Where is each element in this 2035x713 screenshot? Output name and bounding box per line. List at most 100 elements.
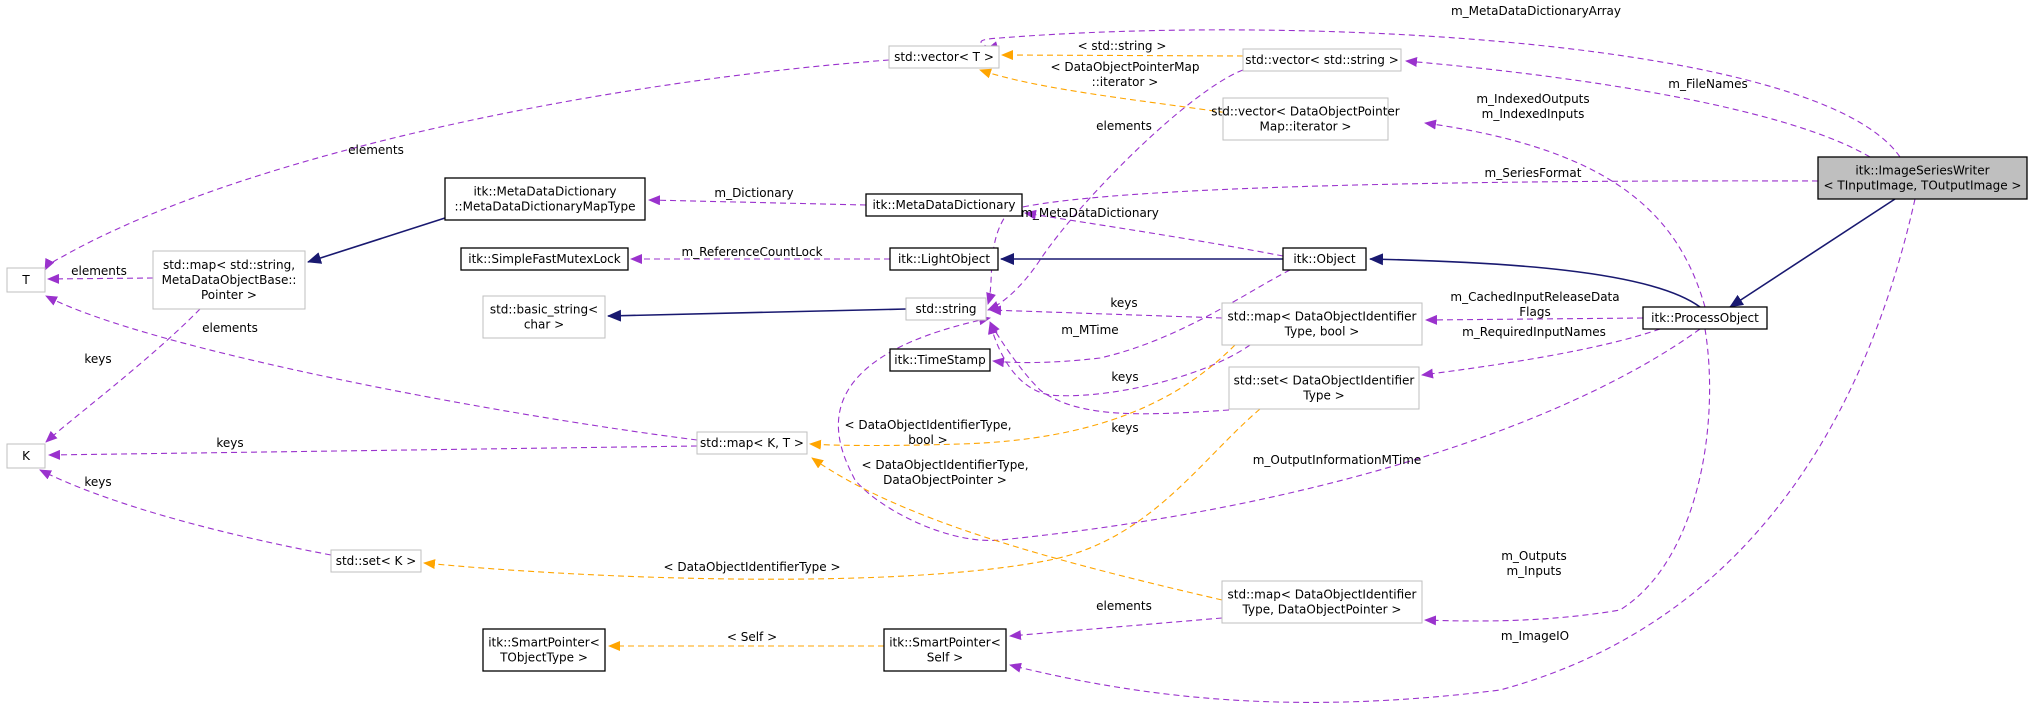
edge-label: m_MetaDataDictionaryArray	[1451, 4, 1621, 18]
node-label: std::vector< std::string >	[1245, 53, 1399, 67]
node-box	[1642, 306, 1768, 330]
node-mutex[interactable]: itk::SimpleFastMutexLock	[460, 247, 629, 271]
edge-elem-t1	[44, 59, 890, 271]
node-box	[482, 295, 606, 339]
edge-elem-t3	[45, 295, 698, 441]
edge-keys-k3	[39, 469, 332, 556]
node-vec-dop[interactable]: std::vector< DataObjectPointerMap::itera…	[1211, 97, 1400, 141]
node-map-doi-ptr[interactable]: std::map< DataObjectIdentifierType, Data…	[1221, 580, 1423, 624]
edge-label: m_ReferenceCountLock	[681, 245, 822, 259]
node-box	[6, 267, 46, 293]
node-box	[482, 628, 606, 672]
node-vec-str[interactable]: std::vector< std::string >	[1242, 48, 1402, 72]
edge-label: < DataObjectIdentifierType >	[663, 560, 840, 574]
edge-label: m_SeriesFormat	[1485, 166, 1582, 180]
edge-dop-tpl	[979, 68, 1236, 115]
node-label: Type, DataObjectPointer >	[1242, 603, 1402, 617]
node-obj[interactable]: itk::Object	[1282, 247, 1367, 271]
node-box	[1222, 97, 1389, 141]
edge-label: keys	[1111, 421, 1138, 435]
node-set-k[interactable]: std::set< K >	[330, 549, 422, 573]
node-label: std::map< DataObjectIdentifier	[1228, 588, 1417, 602]
edge-label: keys	[1111, 370, 1138, 384]
node-proc-obj[interactable]: itk::ProcessObject	[1642, 306, 1768, 330]
edge-label: m_Dictionary	[714, 186, 793, 200]
edge-label: keys	[1110, 296, 1137, 310]
node-box	[460, 247, 629, 271]
node-label: itk::SmartPointer<	[889, 636, 1001, 650]
edge-label: elements	[202, 321, 258, 335]
edge-elem-vec	[987, 69, 1244, 311]
node-time-stamp[interactable]: itk::TimeStamp	[889, 348, 991, 372]
node-set-doi[interactable]: std::set< DataObjectIdentifierType >	[1228, 366, 1420, 410]
node-box	[888, 45, 1000, 69]
edge-label: m_IndexedInputs	[1482, 107, 1585, 121]
node-box	[905, 297, 987, 321]
edge-inherit-str	[607, 308, 907, 322]
node-isw[interactable]: itk::ImageSeriesWriter< TInputImage, TOu…	[1817, 156, 2028, 200]
edge-label: Flags	[1519, 305, 1550, 319]
node-vec-t[interactable]: std::vector< T >	[888, 45, 1000, 69]
node-label: std::vector< DataObjectPointer	[1211, 105, 1400, 119]
edge-outputs	[1424, 328, 1711, 626]
node-std-string[interactable]: std::string	[905, 297, 987, 321]
node-label: Self >	[927, 651, 963, 665]
node-box	[1817, 156, 2028, 200]
edge-label: keys	[216, 436, 243, 450]
edge-label: elements	[348, 143, 404, 157]
node-map-doi-bool[interactable]: std::map< DataObjectIdentifierType, bool…	[1221, 302, 1423, 346]
edge-label: elements	[71, 264, 127, 278]
node--k[interactable]: K	[6, 443, 46, 469]
node-box	[889, 247, 999, 271]
nodes-layer: itk::ImageSeriesWriter< TInputImage, TOu…	[6, 45, 2028, 672]
node-sp-t-obj[interactable]: itk::SmartPointer<TObjectType >	[482, 628, 606, 672]
edge-metadict-m	[1024, 209, 1284, 257]
node-label: itk::TimeStamp	[894, 353, 985, 367]
node-label: std::basic_string<	[490, 303, 598, 317]
node-label: itk::ImageSeriesWriter	[1855, 164, 1989, 178]
edge-indexed	[1424, 119, 1706, 308]
node-map-str[interactable]: std::map< std::string,MetaDataObjectBase…	[152, 250, 306, 310]
edge-label: DataObjectPointer >	[883, 473, 1007, 487]
node-meta-dict[interactable]: itk::MetaDataDictionary	[865, 193, 1023, 217]
edge-str-tpl	[1001, 50, 1244, 61]
node-label: < TInputImage, TOutputImage >	[1824, 179, 2022, 193]
edge-doi-tpl	[423, 408, 1261, 580]
node-label: char >	[524, 318, 564, 332]
node-label: itk::LightObject	[898, 252, 990, 266]
node-basic-str[interactable]: std::basic_string<char >	[482, 295, 606, 339]
edge-label: < std::string >	[1078, 39, 1167, 53]
node-label: Pointer >	[201, 288, 257, 302]
node-mdd[interactable]: itk::MetaDataDictionary::MetaDataDiction…	[444, 177, 646, 221]
edge-filenames	[1405, 56, 1871, 158]
node-label: std::set< DataObjectIdentifier	[1234, 374, 1415, 388]
edge-doiptr-tpl	[811, 457, 1223, 601]
node-label: itk::SimpleFastMutexLock	[468, 252, 621, 266]
node-label: TObjectType >	[499, 651, 588, 665]
node-label: std::vector< T >	[894, 50, 994, 64]
node-label: MetaDataObjectBase::	[162, 273, 297, 287]
edge-outinfo	[837, 315, 1701, 542]
edge-keys-k1	[45, 308, 201, 443]
edge-label: elements	[1096, 119, 1152, 133]
node-box	[1221, 580, 1423, 624]
node-map-k-t[interactable]: std::map< K, T >	[696, 431, 808, 455]
edge-label: m_MetaDataDictionary	[1021, 206, 1159, 220]
node-label: itk::MetaDataDictionary	[473, 185, 616, 199]
node-label: Type >	[1302, 389, 1344, 403]
edge-label: ::iterator >	[1092, 75, 1159, 89]
node-label: std::map< DataObjectIdentifier	[1228, 310, 1417, 324]
edge-elem-sp	[1009, 617, 1223, 641]
edge-metaarray	[980, 29, 1901, 158]
node--t[interactable]: T	[6, 267, 46, 293]
node-light[interactable]: itk::LightObject	[889, 247, 999, 271]
edge-label: m_MTime	[1061, 323, 1118, 337]
node-sp-self[interactable]: itk::SmartPointer<Self >	[883, 628, 1007, 672]
node-label: itk::MetaDataDictionary	[872, 198, 1015, 212]
edge-cached	[1425, 314, 1644, 325]
edge-label: m_Inputs	[1506, 564, 1561, 578]
edge-label: m_ImageIO	[1501, 629, 1569, 643]
edge-label: keys	[84, 475, 111, 489]
node-box	[883, 628, 1007, 672]
